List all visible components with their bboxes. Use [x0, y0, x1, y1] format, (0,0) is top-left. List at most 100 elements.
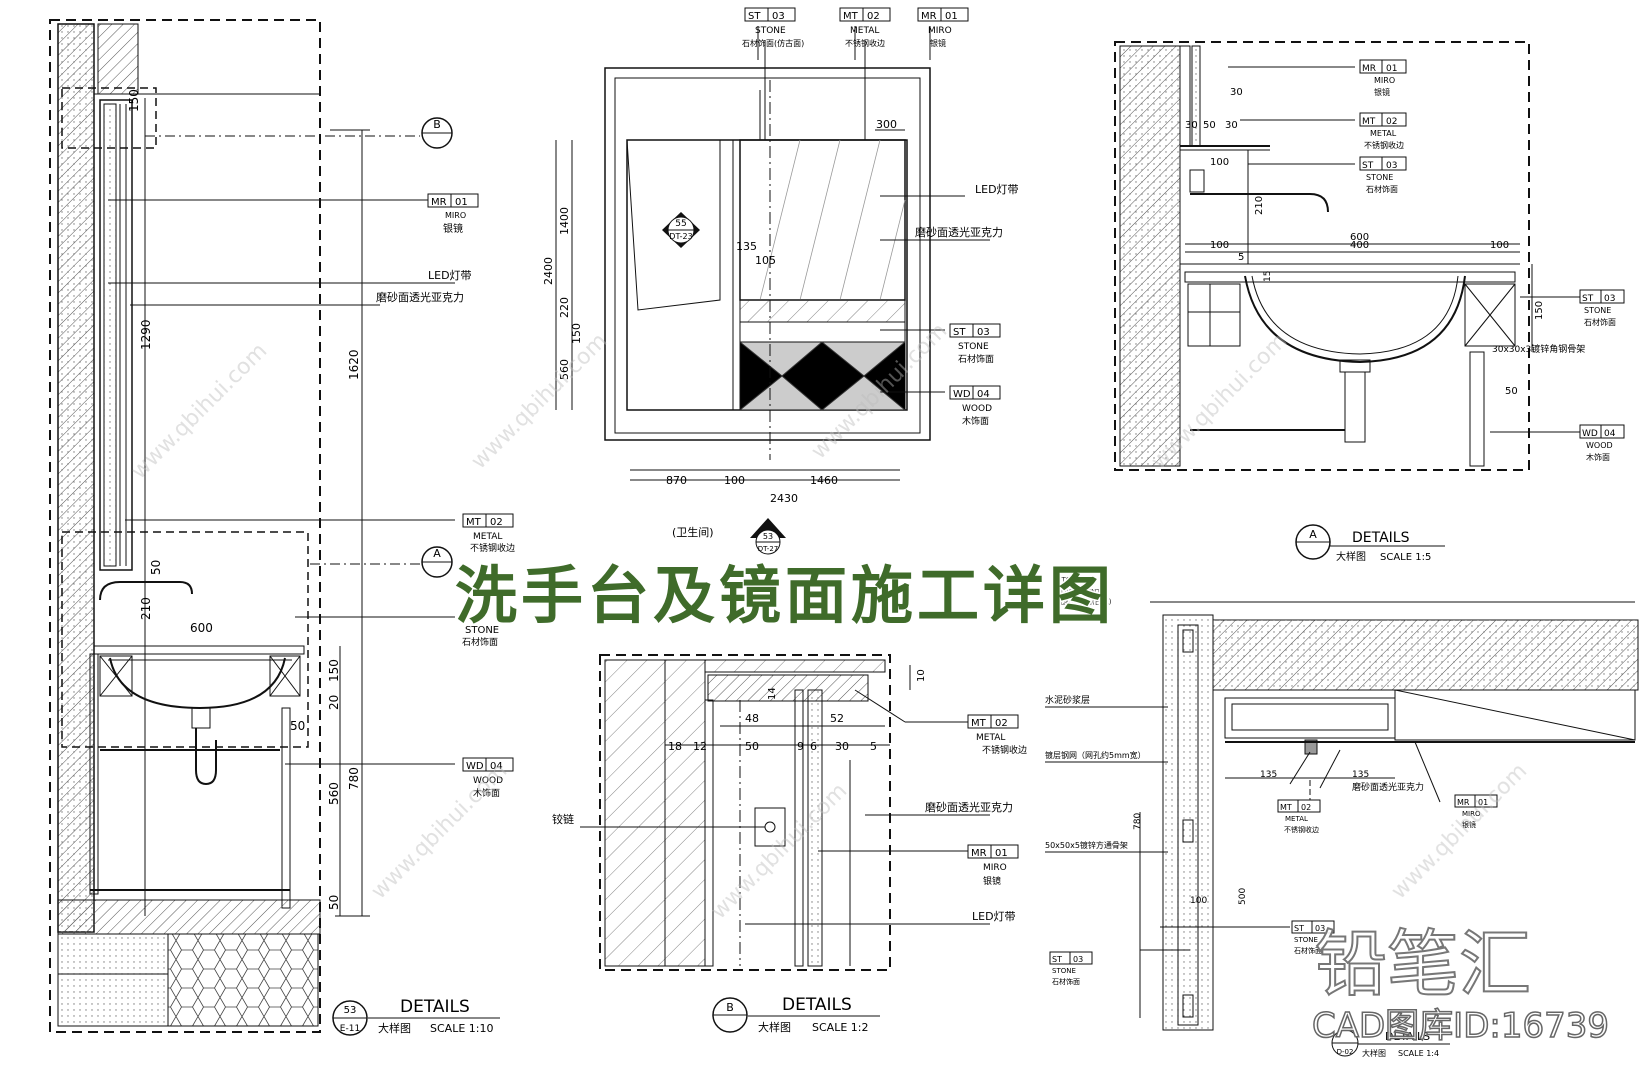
svg-text:不锈钢收边: 不锈钢收边: [470, 542, 515, 554]
svg-text:MT: MT: [466, 517, 482, 528]
svg-text:MT: MT: [843, 11, 859, 22]
svg-text:MR: MR: [1362, 64, 1376, 74]
dim-560-elev: 560: [558, 359, 571, 380]
tag-paint-pd: LING / PAINT 乳胶漆饰面(白色) STONE: [1057, 576, 1112, 606]
svg-text:MR: MR: [431, 197, 447, 208]
svg-text:01: 01: [1478, 798, 1488, 807]
svg-text:石材饰面: 石材饰面: [1584, 317, 1616, 327]
svg-text:DETAILS: DETAILS: [782, 995, 852, 1015]
panel-a-detail: [1114, 41, 1580, 471]
dim-210-pa: 210: [1254, 196, 1265, 215]
svg-text:银镜: 银镜: [1374, 87, 1390, 97]
tag-mt02-elev-top: MT 02 METAL 不锈钢收边: [839, 7, 891, 48]
section-marker-b: B: [421, 117, 453, 149]
dim-150: 150: [127, 89, 141, 112]
tag-st03-elev-top: ST 03 STONE 石材饰面(仿古面): [742, 7, 804, 48]
note-angle: 30x30x3镀锌角钢骨架: [1492, 343, 1585, 355]
tag-st03-pa-right: ST 03 STONE 石材饰面: [1579, 289, 1625, 327]
dim-20: 20: [327, 695, 341, 710]
svg-text:不锈钢收边: 不锈钢收边: [1364, 140, 1404, 150]
dim-560: 560: [327, 782, 341, 805]
note-led-elev: LED灯带: [975, 183, 1019, 196]
elevation-marker-55: 55 DT-23: [662, 212, 700, 248]
svg-text:02: 02: [1386, 117, 1397, 127]
tag-mr01-pb: MR 01 MIRO 银镜: [967, 844, 1019, 887]
dim-50-pb: 50: [745, 740, 759, 753]
svg-text:01: 01: [1386, 64, 1397, 74]
svg-text:03: 03: [1604, 294, 1615, 304]
dim-1620: 1620: [347, 349, 361, 380]
dim-100-pa: 100: [1210, 157, 1229, 168]
dim-135a-pd: 135: [1260, 770, 1277, 780]
svg-text:02: 02: [995, 718, 1008, 729]
svg-text:03: 03: [1315, 924, 1325, 933]
dim-50c: 50: [327, 895, 341, 910]
tag-st03-elev: ST 03 STONE 石材饰面: [949, 323, 1001, 365]
dim-48-pb: 48: [745, 712, 759, 725]
note-room: (卫生间): [672, 525, 714, 539]
section-marker-53: 53 DT-27: [750, 518, 786, 555]
svg-text:METAL: METAL: [473, 532, 502, 542]
svg-text:02: 02: [1301, 803, 1311, 812]
svg-text:METAL: METAL: [1285, 815, 1308, 823]
caption-pb: B DETAILS 大样图 SCALE 1:2: [712, 995, 880, 1034]
svg-text:ST: ST: [1362, 161, 1374, 171]
note-acrylic-p53: 磨砂面透光亚克力: [376, 290, 464, 304]
dim-150-pa: 150: [1534, 301, 1545, 320]
svg-text:04: 04: [977, 389, 990, 400]
svg-text:B: B: [433, 118, 441, 131]
svg-text:ST: ST: [1582, 294, 1594, 304]
svg-text:银镜: 银镜: [1462, 820, 1476, 829]
dim-9-pb: 9: [797, 740, 804, 753]
svg-text:大样图: 大样图: [378, 1021, 411, 1035]
panel-d-detail: [1045, 601, 1639, 1031]
note-acrylic-pb: 磨砂面透光亚克力: [925, 800, 1013, 814]
svg-text:不锈钢收边: 不锈钢收边: [982, 744, 1027, 756]
svg-text:STONE: STONE: [755, 26, 786, 36]
svg-text:石材饰面: 石材饰面: [958, 353, 994, 365]
svg-text:MR: MR: [921, 11, 937, 22]
dim-210: 210: [139, 597, 153, 620]
svg-text:MIRO: MIRO: [445, 211, 466, 220]
svg-text:ST: ST: [1294, 924, 1304, 933]
svg-text:石材饰面: 石材饰面: [1294, 946, 1322, 955]
svg-text:STONE: STONE: [465, 625, 499, 636]
svg-text:ST: ST: [953, 327, 966, 338]
watermark-image-id: CAD图库ID:16739: [1311, 1005, 1610, 1047]
svg-text:MT: MT: [971, 718, 987, 729]
svg-text:STONE: STONE: [1584, 306, 1611, 315]
dim-15-pa: 15: [1263, 271, 1273, 282]
svg-text:MIRO: MIRO: [1374, 76, 1395, 85]
watermark-brand: 铅笔汇: [1314, 921, 1532, 1007]
svg-text:WOOD: WOOD: [473, 776, 503, 786]
svg-text:D-02: D-02: [1337, 1048, 1354, 1056]
svg-text:03: 03: [1386, 161, 1397, 171]
svg-text:木饰面: 木饰面: [962, 415, 989, 427]
svg-text:03: 03: [772, 11, 785, 22]
dim-2400: 2400: [542, 257, 555, 285]
svg-text:不锈钢收边: 不锈钢收边: [845, 38, 885, 48]
caption-pd: D-02 DETAILS 大样图 SCALE 1:4: [1331, 1029, 1450, 1058]
svg-text:SCALE 1:10: SCALE 1:10: [430, 1022, 493, 1035]
svg-text:02: 02: [867, 11, 880, 22]
tag-st03-pd: ST 03 STONE 石材饰面: [1291, 920, 1335, 955]
svg-text:www.qbihui.com: www.qbihui.com: [127, 339, 273, 485]
dim-14-pb: 14: [767, 687, 778, 700]
svg-text:ST: ST: [748, 11, 761, 22]
svg-text:03: 03: [1073, 955, 1083, 964]
dim-400-pa: 400: [1350, 240, 1369, 251]
svg-text:银镜: 银镜: [983, 875, 1001, 887]
tag-mt02-p53: MT 02 METAL 不锈钢收边: [462, 513, 515, 554]
svg-text:石材饰面: 石材饰面: [462, 636, 498, 648]
svg-text:B: B: [726, 1001, 734, 1014]
dim-12-pb: 12: [693, 740, 707, 753]
svg-text:DETAILS: DETAILS: [400, 997, 470, 1017]
dim-780-pd: 780: [1133, 813, 1143, 830]
dim-2430: 2430: [770, 492, 798, 505]
svg-text:MR: MR: [1457, 798, 1470, 807]
dim-30-pa: 30: [1230, 87, 1243, 98]
tag-st03-pa: ST 03 STONE 石材饰面: [1359, 156, 1407, 194]
panel-elevation: [555, 26, 990, 481]
dim-18-pb: 18: [668, 740, 682, 753]
tag-wd04-p53: WD 04 WOOD 木饰面: [462, 757, 514, 799]
